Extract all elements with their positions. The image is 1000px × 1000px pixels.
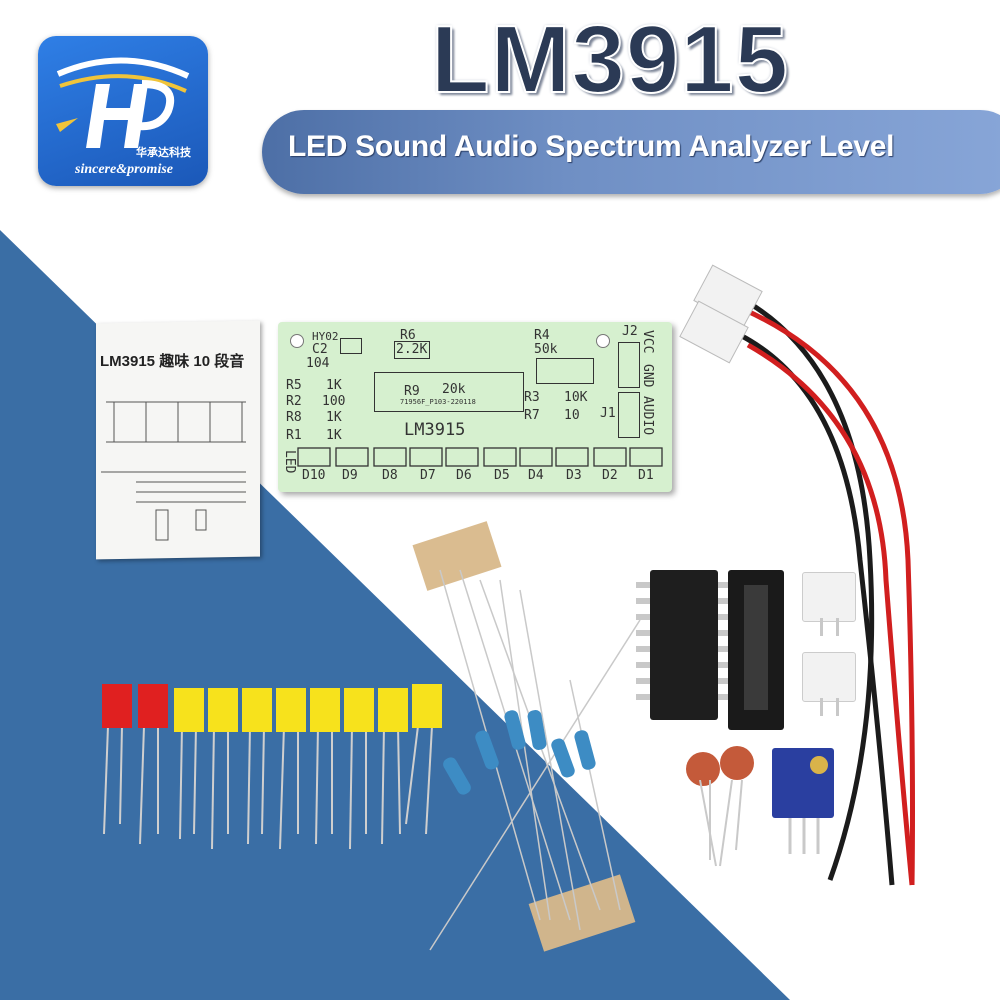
pcb-label-r6: R6 xyxy=(400,328,416,343)
pcb-label-r7-value: 10 xyxy=(564,408,580,423)
pcb-led-label: D10 xyxy=(302,468,326,483)
product-title: LM3915 xyxy=(430,6,790,113)
pcb-footprint xyxy=(340,338,362,354)
pcb-led-label: D3 xyxy=(566,468,582,483)
pcb-label-gnd: GND xyxy=(640,364,655,388)
pcb-led-label: D1 xyxy=(638,468,654,483)
pcb-connector-footprint xyxy=(618,342,640,388)
led-row-icon xyxy=(102,684,442,850)
pcb-label-led: LED xyxy=(282,450,297,474)
ceramic-capacitor xyxy=(686,752,720,786)
header-connector xyxy=(802,652,856,702)
pcb-label-c2: C2 xyxy=(312,342,328,357)
chip-pins-icon xyxy=(636,582,732,700)
pcb-label-r4: R4 xyxy=(534,328,550,343)
logo-brand-text: sincere&promise xyxy=(75,162,173,177)
pcb-label-j2: J2 xyxy=(622,324,638,339)
pcb-label-r6-value: 2.2K xyxy=(396,342,428,357)
pcb-label-r4-value: 50k xyxy=(534,342,558,357)
manual-title: LM3915 趣味 10 段音 xyxy=(100,353,245,370)
pcb-label-j1: J1 xyxy=(600,406,616,421)
logo-chinese-text: 华承达科技 xyxy=(136,147,191,159)
pcb-label-r1: R1 xyxy=(286,428,302,443)
ceramic-capacitor xyxy=(720,746,754,780)
pcb-label-r1-value: 1K xyxy=(326,428,342,443)
pcb-label-r9-value: 20k xyxy=(442,382,466,397)
logo-emblem-icon xyxy=(56,57,190,148)
pcb-label-r3-value: 10K xyxy=(564,390,588,405)
pcb-led-label: D7 xyxy=(420,468,436,483)
pcb-label-r3: R3 xyxy=(524,390,540,405)
pcb-label-r9: R9 xyxy=(404,384,420,399)
pcb-label-c2-value: 104 xyxy=(306,356,330,371)
pcb-label-r8: R8 xyxy=(286,410,302,425)
connector-pins-icon xyxy=(820,618,839,716)
pcb-label-r7: R7 xyxy=(524,408,540,423)
pcb-board xyxy=(278,322,672,492)
pcb-code: 71956F_P103-220118 xyxy=(400,398,476,406)
pcb-led-label: D6 xyxy=(456,468,472,483)
pcb-led-label: D8 xyxy=(382,468,398,483)
pcb-label-r5: R5 xyxy=(286,378,302,393)
resistor-bundle-icon xyxy=(429,569,641,951)
mount-hole xyxy=(290,334,304,348)
pcb-led-label: D9 xyxy=(342,468,358,483)
pcb-led-label: D2 xyxy=(602,468,618,483)
pcb-led-label: D4 xyxy=(528,468,544,483)
pcb-footprint xyxy=(536,358,594,384)
led-footprint-row-icon xyxy=(297,447,663,467)
pcb-label-vcc: VCC xyxy=(640,330,655,354)
pot-legs-icon xyxy=(788,818,820,854)
pcb-connector-footprint xyxy=(618,392,640,438)
pcb-led-label: D5 xyxy=(494,468,510,483)
pcb-label-r5-value: 1K xyxy=(326,378,342,393)
mount-hole xyxy=(596,334,610,348)
brand-logo: 华承达科技 sincere&promise xyxy=(38,36,208,186)
potentiometer-screw-icon xyxy=(810,756,828,774)
pcb-label-r2: R2 xyxy=(286,394,302,409)
subtitle-banner xyxy=(262,110,1000,194)
lm3915-chip xyxy=(650,570,718,720)
product-subtitle: LED Sound Audio Spectrum Analyzer Level xyxy=(288,130,895,163)
pcb-chip-label: LM3915 xyxy=(404,420,466,440)
header-connector xyxy=(802,572,856,622)
capacitor-legs-icon xyxy=(699,780,743,867)
pcb-footprint xyxy=(394,341,430,359)
pcb-label-r2-value: 100 xyxy=(322,394,346,409)
pcb-label-r8-value: 1K xyxy=(326,410,342,425)
ic-socket-cavity xyxy=(744,585,768,710)
pcb-label-audio: AUDIO xyxy=(640,396,655,436)
ic-footprint xyxy=(374,372,524,412)
pcb-label-hy02: HY02 xyxy=(312,330,339,343)
manual-schematic-icon xyxy=(101,401,246,541)
